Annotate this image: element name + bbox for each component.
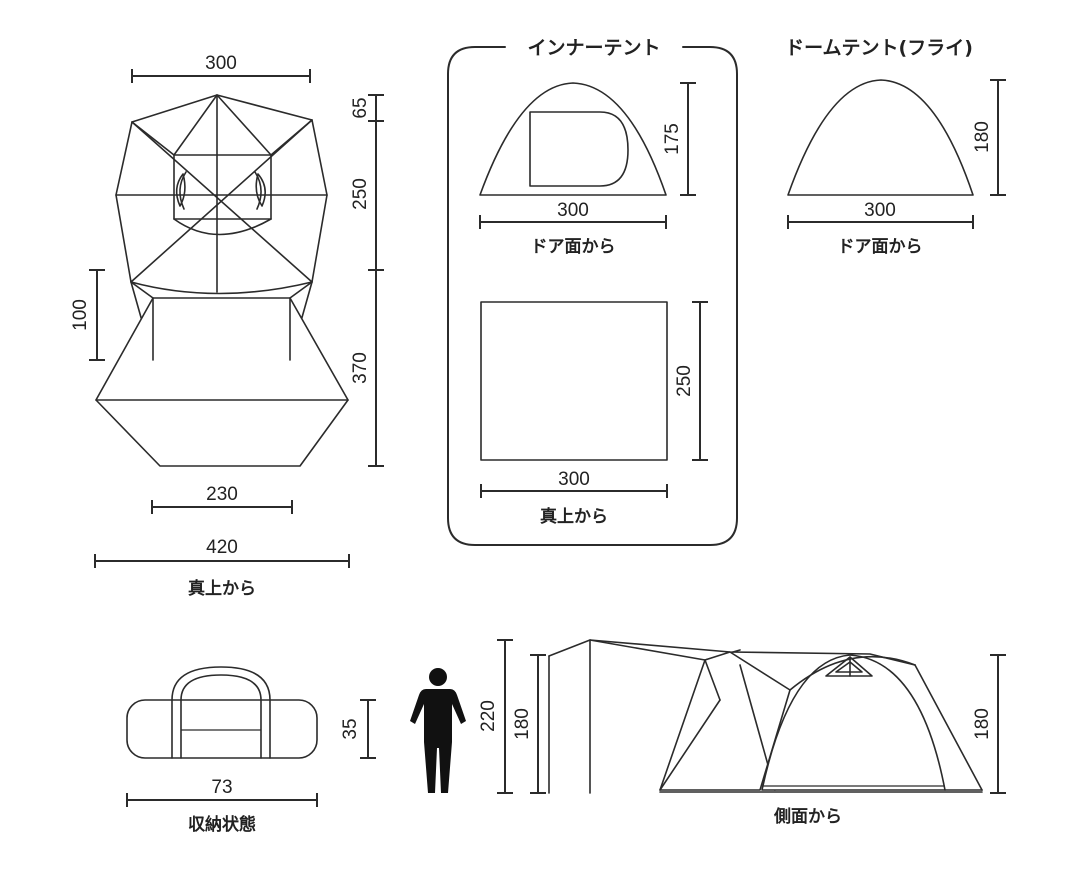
person-scale-icon	[410, 668, 466, 793]
inner-tent-top-view: 250 300 真上から	[480, 301, 708, 527]
inner-top-caption: 真上から	[540, 506, 608, 527]
inner-door-height-label: 175	[662, 123, 683, 155]
side-front-height-label: 180	[512, 708, 533, 740]
inner-door-width-label: 300	[557, 200, 589, 221]
inner-tent-panel: インナーテント 175 300 ドア面から 250 300	[447, 37, 738, 546]
side-view-caption: 側面から	[773, 806, 842, 827]
inner-door-caption: ドア面から	[531, 237, 616, 257]
bottom-total-width-label: 420	[206, 537, 238, 558]
inner-tent-title: インナーテント	[527, 37, 660, 59]
dome-height-label: 180	[972, 121, 993, 153]
bottom-inner-width-label: 230	[206, 484, 238, 505]
storage-bag-view: 35 73 収納状態	[126, 666, 376, 835]
side-100-label: 100	[70, 299, 91, 331]
full-tent-outline	[95, 94, 349, 467]
dimension-right-heights: 65 250 370	[350, 94, 384, 467]
height-segment-2-label: 250	[350, 178, 371, 210]
side-pole-height-label: 220	[478, 700, 499, 732]
dome-fly-view: ドームテント(フライ) 180 300 ドア面から	[785, 37, 1006, 257]
dome-width-label: 300	[864, 200, 896, 221]
dimension-left-100: 100	[70, 269, 105, 361]
inner-tent-door-view: 175 300 ドア面から	[479, 82, 696, 257]
dimension-top-width: 300	[131, 53, 311, 83]
dimension-bottom-widths: 230 420	[94, 484, 350, 568]
inner-top-depth-label: 250	[674, 365, 695, 397]
dome-caption: ドア面から	[838, 237, 923, 257]
storage-width-label: 73	[211, 777, 232, 798]
inner-top-width-label: 300	[558, 469, 590, 490]
full-tent-top-view: 300 65 250 370 100	[70, 53, 384, 599]
height-segment-3-label: 370	[350, 352, 371, 384]
side-rear-height-label: 180	[972, 708, 993, 740]
storage-caption: 収納状態	[188, 814, 256, 835]
full-top-view-caption: 真上から	[188, 578, 256, 599]
dome-fly-title: ドームテント(フライ)	[785, 37, 973, 59]
top-width-label: 300	[205, 53, 237, 74]
height-segment-1-label: 65	[350, 97, 371, 118]
storage-height-label: 35	[340, 718, 361, 739]
tent-side-view: 220 180 180 側面から	[478, 639, 1006, 827]
